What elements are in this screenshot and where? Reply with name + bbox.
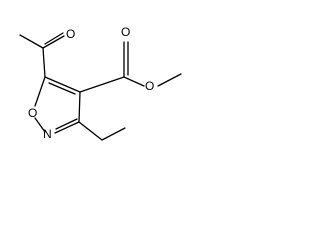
bond-ester-carbon [79,76,125,93]
bond-c4-c5-1 [44,76,81,93]
molecule-drawing: O O N O O [19,25,182,141]
bond-ethyl-1 [78,121,103,141]
bond-ester-methyl [157,73,182,87]
bond-c5-o1 [34,76,46,107]
acetyl-oxygen-label: O [66,27,75,41]
bond-acetyl-methyl [19,34,44,49]
bond-c3-c4 [78,91,81,123]
chemical-structure: O O N O O [0,0,194,164]
bond-n2-c3-2 [55,118,78,130]
bond-c4-c5-2 [48,82,76,95]
ester-carbonyl-oxygen-label: O [121,25,130,39]
bond-acetyl-to-ring [42,47,46,78]
bond-n2-c3-1 [54,121,80,134]
ring-nitrogen-label: N [43,127,52,141]
bond-ethyl-2 [101,127,126,141]
bond-acetyl-carbonyl-2 [44,32,64,45]
ring-oxygen-label: O [28,106,37,120]
bond-acetyl-carbonyl-1 [42,35,65,49]
bond-o1-n2 [34,117,46,133]
ester-oxygen-label: O [145,79,154,93]
bond-ester-oxygen [123,76,145,87]
